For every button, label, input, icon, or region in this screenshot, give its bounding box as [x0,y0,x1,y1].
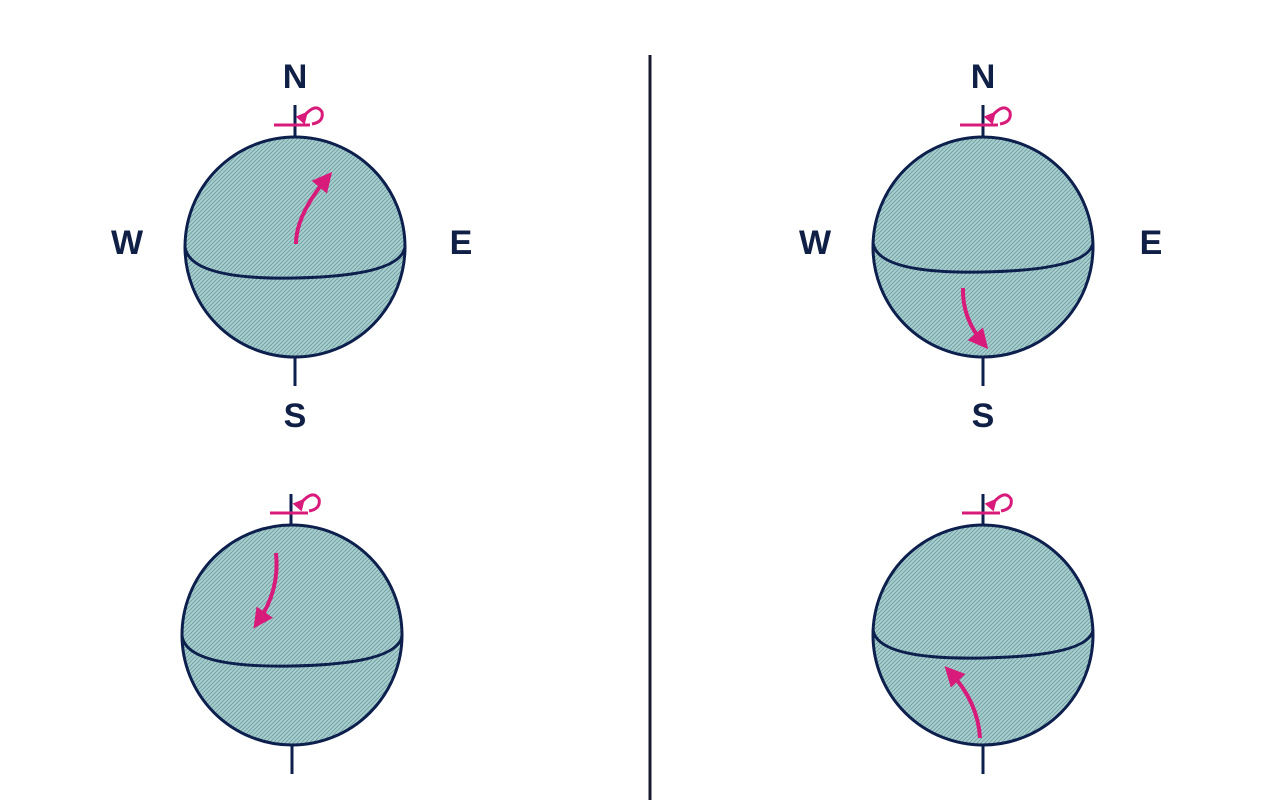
equator-line [871,629,1095,660]
label-north: N [283,58,308,96]
label-west: W [799,224,832,262]
label-south: S [972,397,995,435]
sphere-icon [183,135,407,359]
equator-line [183,246,407,280]
sphere-icon [871,523,1095,747]
label-south: S [284,397,307,435]
globe-bottom-left [180,493,404,774]
motion-arrow-icon [253,552,279,629]
rotation-icon [292,493,321,513]
rotation-icon [295,106,324,126]
motion-arrow-icon [294,171,333,245]
motion-arrow-icon [960,287,989,350]
equator-line [180,635,404,668]
globe-top-right: N S W E [799,58,1162,435]
globe-top-left: N S W E [111,58,472,435]
label-east: E [450,224,473,262]
label-east: E [1140,224,1163,262]
label-west: W [111,224,144,262]
sphere-icon [180,523,404,747]
globe-bottom-right [871,493,1095,774]
equator-line [871,242,1095,274]
sphere-icon [871,135,1095,359]
motion-arrow-icon [944,666,982,739]
rotation-icon [983,106,1012,126]
label-north: N [971,58,996,96]
rotation-icon [984,493,1013,513]
